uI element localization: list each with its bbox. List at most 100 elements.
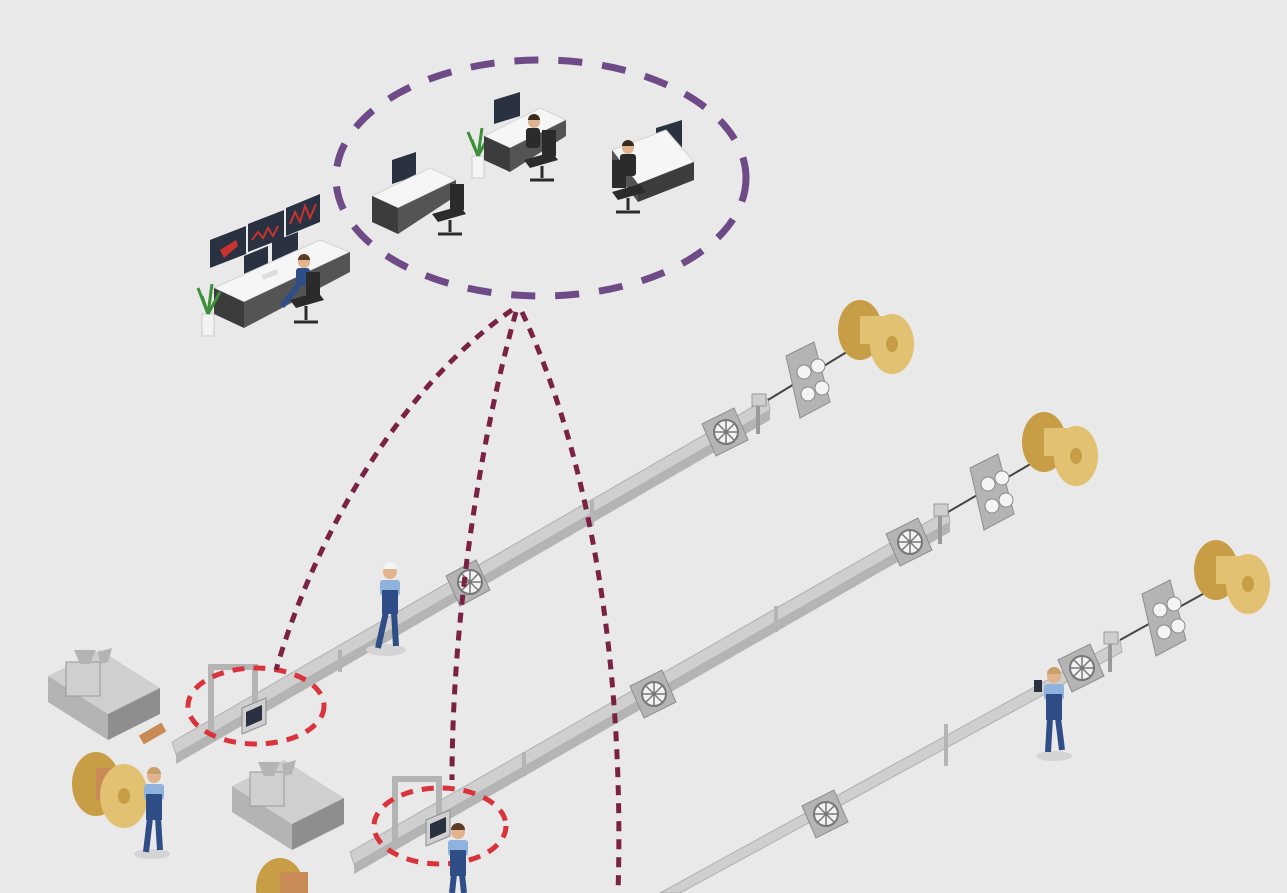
line-3-fan-2-blades [1070, 656, 1094, 680]
line-1-station-post-2 [252, 664, 258, 716]
line-1-worker-1-cap [383, 562, 397, 569]
plant-2-leaves [466, 127, 492, 157]
wall-screen-2-waveform [251, 225, 279, 241]
line-1-capstan-wheel-4 [814, 380, 830, 396]
console-desk-front [214, 288, 244, 328]
chair-3 [524, 130, 558, 182]
line-2-supply-spool [256, 858, 308, 893]
monitor-3 [494, 92, 520, 124]
line-2-spool-hub [1070, 448, 1082, 464]
line-3-worker-tablet [1034, 680, 1042, 692]
line-2-station-post [392, 776, 398, 846]
line-1-spool-hub [886, 336, 898, 352]
data-links [273, 307, 622, 893]
line-3-worker-leg-l [1045, 717, 1053, 753]
line-3-capstan [1103, 579, 1187, 672]
line-2-hopper [258, 762, 280, 776]
monitoring-console [196, 194, 352, 337]
line-3-worker-leg-r [1055, 717, 1065, 751]
line-1-worker-1-shadow [366, 644, 406, 656]
line-2-worker [448, 823, 468, 893]
line-1-worker-2-overall [146, 794, 162, 820]
plant-2-pot [471, 155, 485, 179]
chair-2-seat [432, 206, 466, 222]
chair-4 [612, 160, 646, 214]
line-1-extruder [48, 648, 167, 745]
line-3-capstan-wheel-3 [1156, 624, 1172, 640]
line-2-capstan-wheel-4 [998, 492, 1014, 508]
workstation-2 [370, 152, 466, 236]
line-2-extruder [232, 760, 344, 850]
line-1-worker-1-leg-l [375, 611, 389, 649]
line-2-station-beam [392, 776, 442, 782]
workstation-4 [611, 120, 695, 214]
line-1-capstan-wheel-2 [810, 358, 826, 374]
line-2-capstan-wheel-2 [994, 470, 1010, 486]
desk-3-front [484, 136, 510, 172]
line-2-capstan-wheel-3 [984, 498, 1000, 514]
wall-screen-3-waveform [289, 203, 317, 225]
line-2-station-ring [371, 785, 509, 867]
line-2-worker-overall [450, 850, 466, 876]
line-2-extruder-body [249, 771, 285, 807]
line-2-worker-leg-r [459, 873, 467, 893]
line-1-extruder-base-side [108, 688, 160, 740]
chair-1-seat [290, 292, 324, 308]
production-line-3 [659, 540, 1270, 893]
chair-1 [290, 272, 324, 324]
data-link-line-3 [519, 310, 622, 893]
operator-3-body [526, 128, 540, 148]
line-2-station-post-2 [436, 776, 442, 828]
operator-3-hair [528, 114, 540, 120]
plant-1 [196, 283, 222, 337]
line-3-worker-shadow [1036, 751, 1072, 761]
line-1-hopper [74, 650, 96, 664]
operator-4-hair [622, 140, 634, 146]
line-1-station-screen [246, 705, 262, 727]
line-1-cooling-unit-2 [701, 407, 749, 457]
line-2-capstan [933, 453, 1015, 544]
chair-4-back [612, 160, 626, 188]
line-3-capstan-wheel-1 [1152, 602, 1168, 618]
line-2-fan-2-blades [898, 530, 922, 554]
line-1-worker-2-leg-r [155, 817, 163, 851]
desk-2-side [398, 180, 456, 234]
chair-4-seat [612, 184, 646, 200]
wall-screen-1-content [220, 240, 238, 258]
chair-2-back [450, 184, 464, 210]
line-1-fan-blades [458, 570, 482, 594]
line-1-extruder-base-front [48, 676, 108, 740]
line-1-capstan [751, 341, 831, 434]
line-1-extruder-nozzle [138, 722, 167, 745]
control-room [196, 56, 750, 337]
line-1-worker-1 [366, 562, 406, 656]
line-1-worker-1-leg-r [391, 611, 399, 647]
line-1-worker-2-leg-l [143, 817, 153, 853]
line-1-extruder-body [65, 661, 101, 697]
plant-1-leaves [196, 283, 222, 315]
line-3-take-up-spool [1194, 540, 1270, 614]
control-room-ring [332, 56, 750, 300]
line-2-worker-leg-l [449, 873, 457, 893]
line-3-capstan-wheel-4 [1170, 618, 1186, 634]
line-3-cooling-unit [801, 789, 849, 839]
line-2-take-up-spool [1022, 412, 1098, 486]
line-1-supply-spool-hub [118, 788, 130, 804]
line-2-fan-blades [642, 682, 666, 706]
line-1-fan-2-blades [714, 420, 738, 444]
plant-1-pot [201, 313, 215, 337]
line-2-hopper-2 [282, 760, 296, 776]
monitor-2 [392, 152, 416, 184]
line-3-worker-overall [1046, 694, 1062, 720]
line-1-hopper-2 [98, 648, 112, 664]
line-2-cooling-unit-2 [885, 517, 933, 567]
operator-1-hair [298, 254, 310, 260]
chair-2 [432, 184, 466, 236]
line-3-spool-hub [1242, 576, 1254, 592]
line-2-capstan-wheel-1 [980, 476, 996, 492]
keyboard [261, 269, 279, 280]
line-1-guide [751, 393, 767, 407]
plant-2 [466, 127, 492, 179]
line-3-fan-blades [814, 802, 838, 826]
